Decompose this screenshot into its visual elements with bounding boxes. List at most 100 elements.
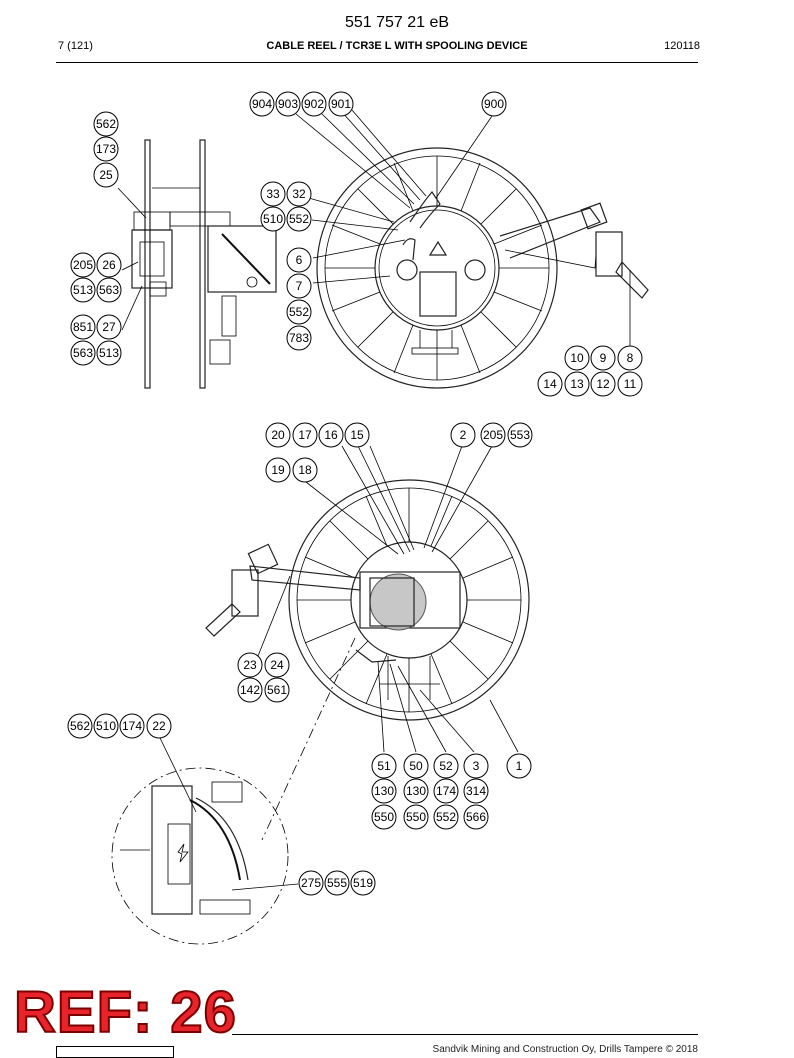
footer-copyright: Sandvik Mining and Construction Oy, Dril… <box>432 1044 698 1055</box>
callout-205: 205 <box>70 252 96 278</box>
svg-text:18: 18 <box>298 463 312 477</box>
svg-text:174: 174 <box>122 719 142 733</box>
callout-13: 13 <box>564 371 590 397</box>
callout-552: 552 <box>433 804 459 830</box>
callout-566: 566 <box>463 804 489 830</box>
svg-text:561: 561 <box>267 683 287 697</box>
svg-text:26: 26 <box>102 258 116 272</box>
callout-6: 6 <box>286 247 312 273</box>
svg-text:562: 562 <box>96 117 116 131</box>
callout-904: 904 <box>249 91 275 117</box>
brand-logo-box <box>56 1046 174 1058</box>
svg-text:566: 566 <box>466 810 486 824</box>
date-code: 120118 <box>664 40 700 52</box>
callout-561: 561 <box>264 677 290 703</box>
callout-16: 16 <box>318 422 344 448</box>
callout-173: 173 <box>93 136 119 162</box>
svg-text:174: 174 <box>436 784 456 798</box>
svg-text:275: 275 <box>301 876 321 890</box>
svg-text:513: 513 <box>99 346 119 360</box>
callout-33: 33 <box>260 181 286 207</box>
svg-text:851: 851 <box>73 320 93 334</box>
svg-text:12: 12 <box>596 377 610 391</box>
callout-562: 562 <box>67 713 93 739</box>
svg-text:563: 563 <box>73 346 93 360</box>
svg-text:22: 22 <box>152 719 166 733</box>
callout-783: 783 <box>286 325 312 351</box>
callout-142: 142 <box>237 677 263 703</box>
header-rule <box>56 62 698 63</box>
callout-275: 275 <box>298 870 324 896</box>
callout-11: 11 <box>617 371 643 397</box>
svg-text:173: 173 <box>96 142 116 156</box>
svg-text:130: 130 <box>406 784 426 798</box>
callout-519: 519 <box>350 870 376 896</box>
callout-52: 52 <box>433 753 459 779</box>
svg-text:563: 563 <box>99 283 119 297</box>
reel-front-view-bottom <box>205 479 530 841</box>
svg-text:7: 7 <box>296 279 303 293</box>
svg-text:1: 1 <box>516 759 523 773</box>
callout-10: 10 <box>564 345 590 371</box>
svg-text:901: 901 <box>331 97 351 111</box>
callout-50: 50 <box>403 753 429 779</box>
ref-stamp: REF: 26 <box>13 980 237 1045</box>
svg-text:14: 14 <box>543 377 557 391</box>
document-number: 551 757 21 eB <box>344 14 450 31</box>
svg-text:16: 16 <box>324 428 338 442</box>
callout-174: 174 <box>119 713 145 739</box>
svg-text:50: 50 <box>409 759 423 773</box>
callout-17: 17 <box>292 422 318 448</box>
callout-563: 563 <box>96 277 122 303</box>
callout-550: 550 <box>371 804 397 830</box>
callout-902: 902 <box>301 91 327 117</box>
svg-text:550: 550 <box>374 810 394 824</box>
svg-text:783: 783 <box>289 331 309 345</box>
callout-26: 26 <box>96 252 122 278</box>
callout-130: 130 <box>403 778 429 804</box>
svg-text:513: 513 <box>73 283 93 297</box>
svg-text:15: 15 <box>350 428 364 442</box>
svg-text:24: 24 <box>270 658 284 672</box>
svg-text:51: 51 <box>377 759 391 773</box>
svg-text:32: 32 <box>292 187 306 201</box>
callout-901: 901 <box>328 91 354 117</box>
callout-851: 851 <box>70 314 96 340</box>
svg-text:13: 13 <box>570 377 584 391</box>
callout-552: 552 <box>286 206 312 232</box>
callout-12: 12 <box>590 371 616 397</box>
callout-18: 18 <box>292 457 318 483</box>
callout-205: 205 <box>480 422 506 448</box>
svg-text:550: 550 <box>406 810 426 824</box>
callout-8: 8 <box>617 345 643 371</box>
svg-text:142: 142 <box>240 683 260 697</box>
svg-text:519: 519 <box>353 876 373 890</box>
svg-text:2: 2 <box>460 428 467 442</box>
callout-550: 550 <box>403 804 429 830</box>
callout-513: 513 <box>70 277 96 303</box>
callout-25: 25 <box>93 162 119 188</box>
svg-text:17: 17 <box>298 428 312 442</box>
svg-text:904: 904 <box>252 97 272 111</box>
svg-text:52: 52 <box>439 759 453 773</box>
svg-text:6: 6 <box>296 253 303 267</box>
svg-text:11: 11 <box>624 377 637 391</box>
svg-text:27: 27 <box>102 320 116 334</box>
callout-130: 130 <box>371 778 397 804</box>
callout-174: 174 <box>433 778 459 804</box>
svg-text:20: 20 <box>271 428 285 442</box>
callout-23: 23 <box>237 652 263 678</box>
detail-view-circle <box>111 767 289 945</box>
svg-text:130: 130 <box>374 784 394 798</box>
page-reference: 7 (121) <box>58 40 93 52</box>
leader-lines <box>117 109 631 891</box>
svg-text:9: 9 <box>600 351 607 365</box>
callout-900: 900 <box>481 91 507 117</box>
callout-3: 3 <box>463 753 489 779</box>
svg-text:553: 553 <box>510 428 530 442</box>
svg-text:8: 8 <box>627 351 634 365</box>
callout-510: 510 <box>93 713 119 739</box>
callout-15: 15 <box>344 422 370 448</box>
svg-text:552: 552 <box>436 810 456 824</box>
